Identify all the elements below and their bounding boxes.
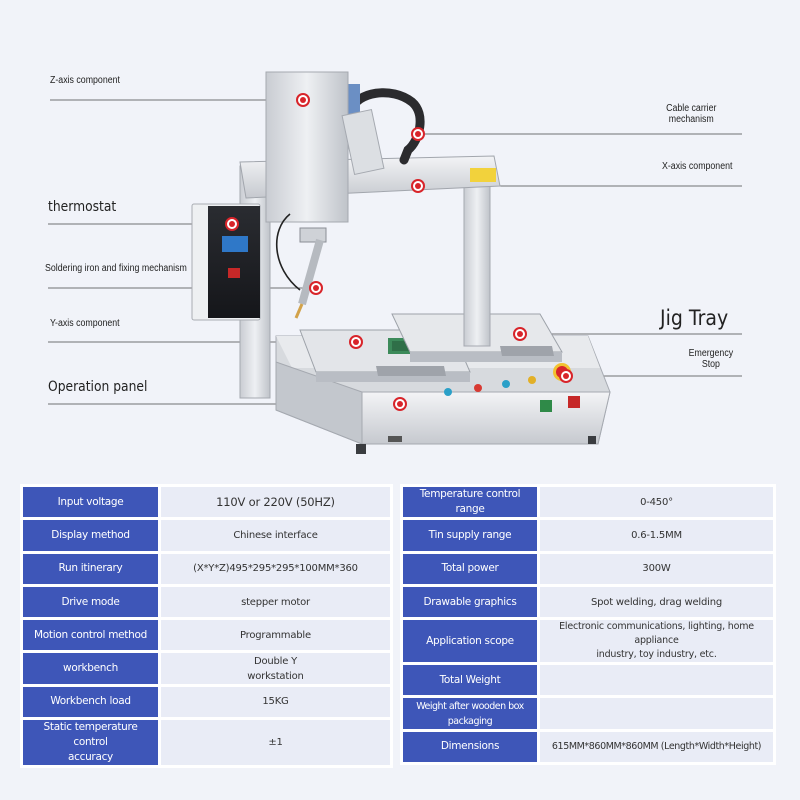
- spec-row: Application scope Electronic communicati…: [403, 620, 773, 663]
- callout-jig-tray: Jig Tray: [660, 306, 729, 330]
- spec-label: Workbench load: [23, 686, 158, 718]
- spec-label: Total power: [403, 553, 537, 584]
- spec-label: Application scope: [403, 620, 537, 663]
- spec-value: Programmable: [161, 620, 390, 651]
- marker-cable-carrier: [411, 127, 425, 141]
- spec-value: Double Y workstation: [161, 653, 390, 684]
- spec-label: Tin supply range: [403, 520, 537, 551]
- spec-label: Dimensions: [403, 731, 537, 763]
- spec-value: Electronic communications, lighting, hom…: [540, 620, 773, 663]
- spec-label: Display method: [23, 520, 158, 551]
- marker-jig-tray: [513, 327, 527, 341]
- soldering-iron: [276, 213, 327, 319]
- operation-buttons: [444, 363, 580, 412]
- marker-y-axis: [349, 335, 363, 349]
- callout-cable-carrier: Cable carrier mechanism: [664, 103, 719, 125]
- spec-label: Total Weight: [403, 665, 537, 696]
- marker-thermostat: [225, 217, 239, 231]
- spec-row: Total Weight: [403, 665, 773, 696]
- cable-carrier: [347, 88, 425, 165]
- marker-soldering-iron: [309, 281, 323, 295]
- spec-value-line2: industry, toy industry, etc.: [596, 649, 717, 661]
- spec-value-line1: Double Y: [253, 655, 298, 667]
- spec-value: [540, 698, 773, 729]
- spec-row: Temperature control range 0-450°: [403, 487, 773, 518]
- spec-label: Static temperature control accuracy: [23, 720, 158, 766]
- marker-x-axis: [411, 179, 425, 193]
- spec-label: Drive mode: [23, 586, 158, 618]
- spec-label: Drawable graphics: [403, 586, 537, 618]
- spec-value: Chinese interface: [161, 520, 390, 551]
- spec-row: Workbench load 15KG: [23, 686, 390, 718]
- callout-cable-carrier-line1: Cable carrier: [666, 103, 717, 114]
- spec-value: stepper motor: [161, 586, 390, 618]
- callout-emergency-line1: Emergency: [688, 348, 734, 359]
- callout-operation-panel: Operation panel: [48, 379, 148, 395]
- soldering-robot-illustration: [48, 71, 742, 454]
- spec-row: Total power 300W: [403, 553, 773, 584]
- spec-label: Motion control method: [23, 620, 158, 651]
- spec-row: Motion control method Programmable: [23, 620, 390, 651]
- spec-table-left: Input voltage 110V or 220V (50HZ) Displa…: [20, 484, 393, 769]
- spec-row: Input voltage 110V or 220V (50HZ): [23, 487, 390, 518]
- spec-label: Run itinerary: [23, 553, 158, 584]
- spec-value: 300W: [540, 553, 773, 584]
- spec-value: ±1: [161, 720, 390, 766]
- spec-table-right: Temperature control range 0-450° Tin sup…: [400, 484, 776, 766]
- spec-value: 110V or 220V (50HZ): [161, 487, 390, 518]
- spec-value: [540, 665, 773, 696]
- spec-value: 615MM*860MM*860MM (Length*Width*Height): [540, 731, 773, 763]
- spec-label: Input voltage: [23, 487, 158, 518]
- callout-thermostat: thermostat: [48, 199, 117, 215]
- spec-row: Dimensions 615MM*860MM*860MM (Length*Wid…: [403, 731, 773, 763]
- spec-label-line2: accuracy: [68, 751, 113, 764]
- callout-z-axis: Z-axis component: [50, 75, 120, 86]
- callout-y-axis: Y-axis component: [50, 318, 120, 329]
- spec-label-line1: Static temperature control: [43, 721, 138, 749]
- spec-row: Weight after wooden box packaging: [403, 698, 773, 729]
- spec-value-line2: workstation: [247, 670, 304, 682]
- spec-row: Tin supply range 0.6-1.5MM: [403, 520, 773, 551]
- spec-value: 0.6-1.5MM: [540, 520, 773, 551]
- spec-row: Drawable graphics Spot welding, drag wel…: [403, 586, 773, 618]
- callout-soldering-iron: Soldering iron and fixing mechanism: [45, 263, 187, 274]
- marker-emergency-stop: [559, 369, 573, 383]
- spec-row: Display method Chinese interface: [23, 520, 390, 551]
- spec-row: workbench Double Y workstation: [23, 653, 390, 684]
- spec-row: Run itinerary (X*Y*Z)495*295*295*100MM*3…: [23, 553, 390, 584]
- marker-z-axis: [296, 93, 310, 107]
- callout-emergency-stop: Emergency Stop: [688, 348, 734, 370]
- spec-value: 15KG: [161, 686, 390, 718]
- spec-value: Spot welding, drag welding: [540, 586, 773, 618]
- spec-value: (X*Y*Z)495*295*295*100MM*360: [161, 553, 390, 584]
- spec-row: Drive mode stepper motor: [23, 586, 390, 618]
- callout-markers: [225, 93, 573, 411]
- callout-x-axis: X-axis component: [662, 161, 733, 172]
- spec-label: Temperature control range: [403, 487, 537, 518]
- callout-emergency-line2: Stop: [701, 359, 720, 370]
- callout-cable-carrier-line2: mechanism: [668, 114, 714, 125]
- spec-label: workbench: [23, 653, 158, 684]
- spec-value-line1: Electronic communications, lighting, hom…: [559, 621, 754, 647]
- marker-operation-panel: [393, 397, 407, 411]
- spec-row: Static temperature control accuracy ±1: [23, 720, 390, 766]
- spec-value: 0-450°: [540, 487, 773, 518]
- spec-label: Weight after wooden box packaging: [403, 698, 537, 729]
